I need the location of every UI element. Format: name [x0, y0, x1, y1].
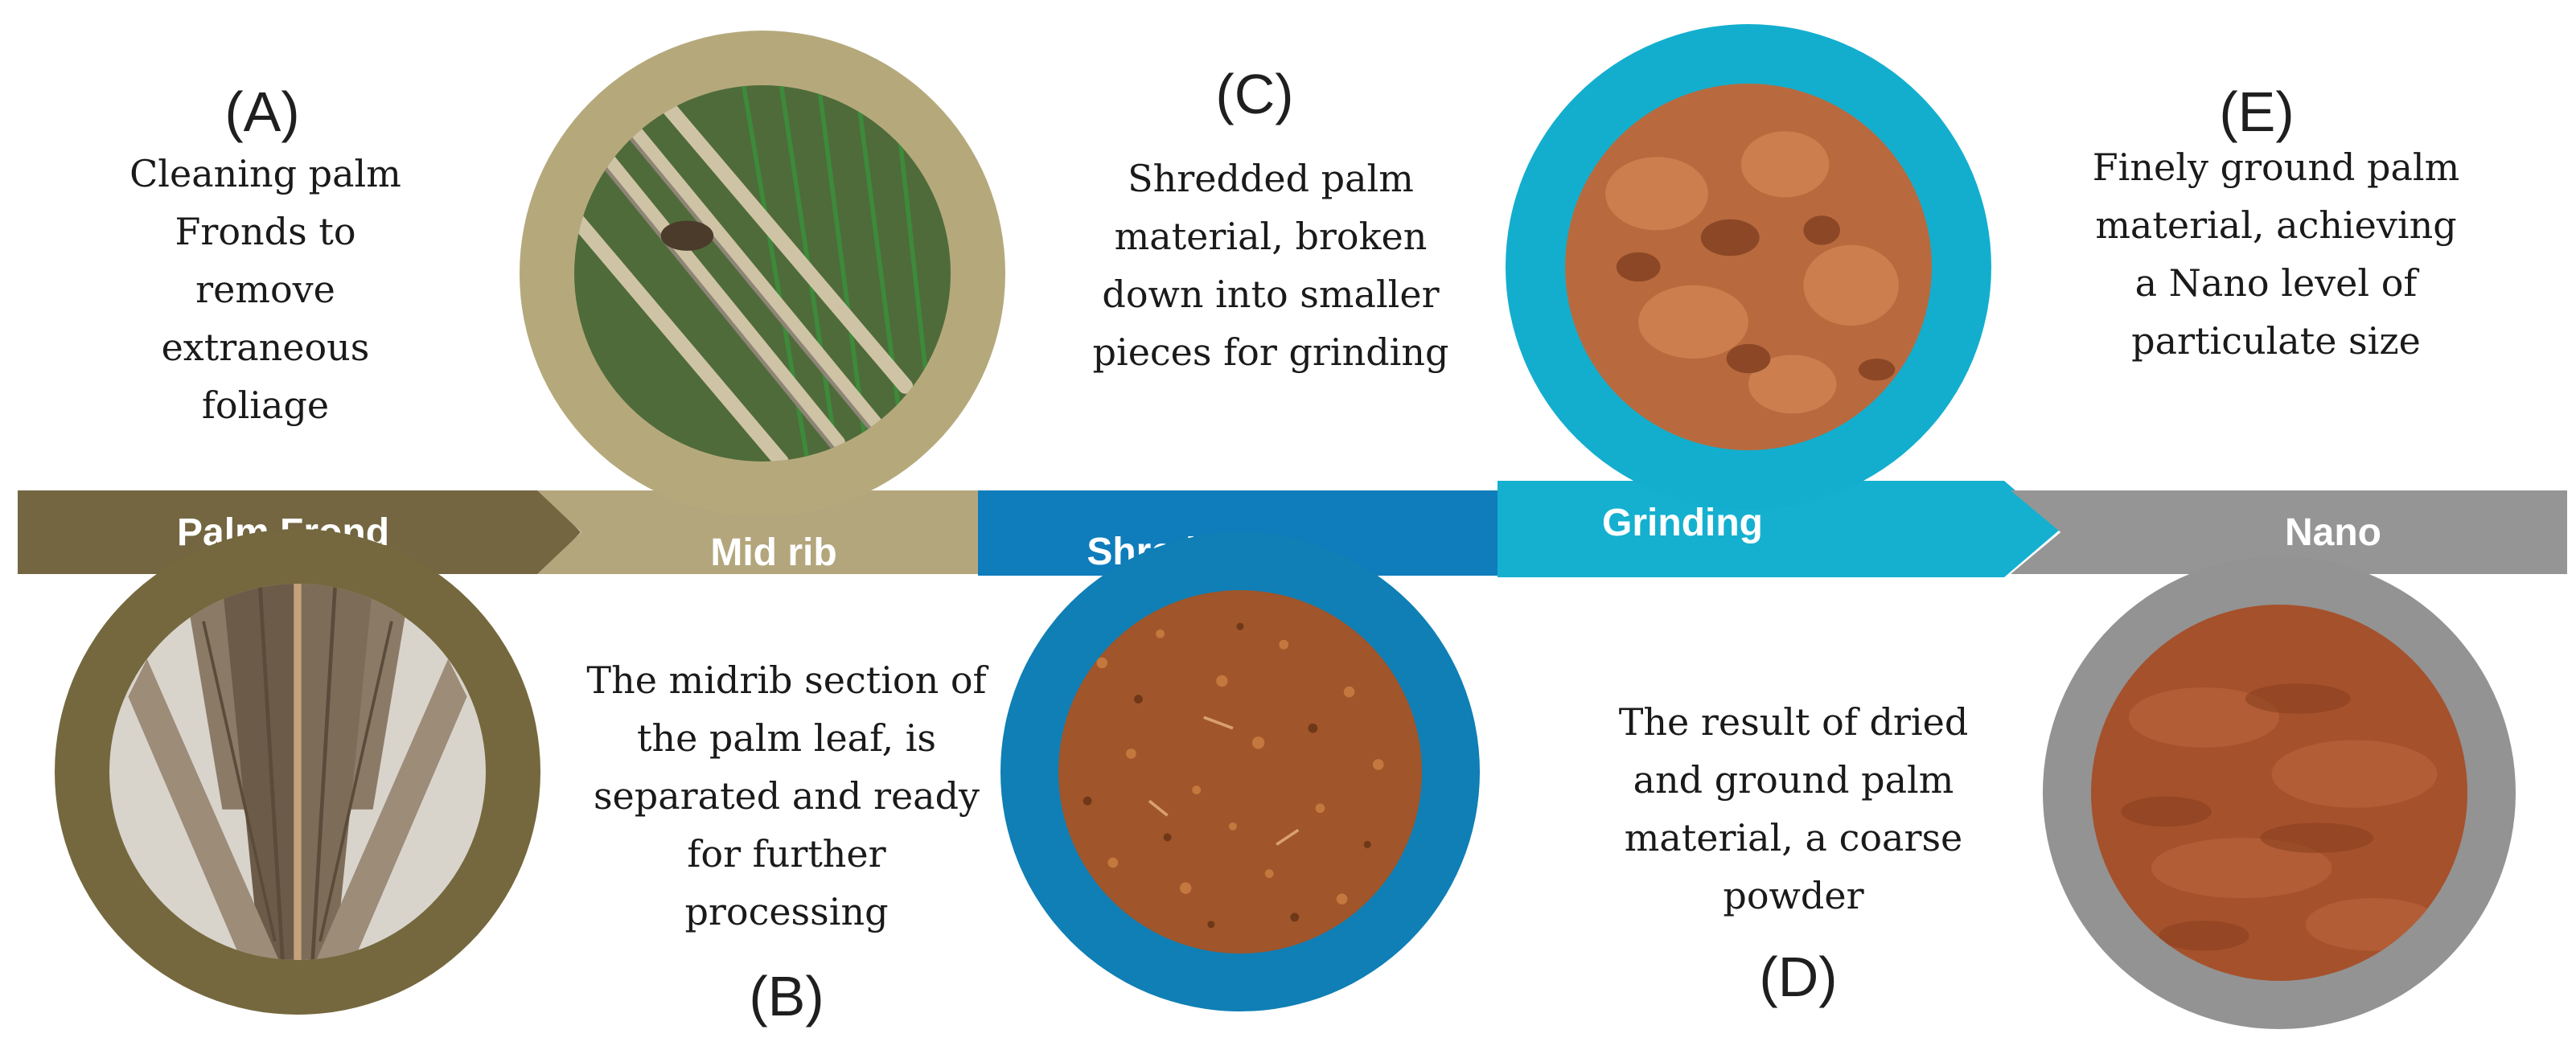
label-a: (A)	[224, 80, 300, 143]
label-e: (E)	[2219, 80, 2295, 143]
band-mid-rib: Mid rib	[537, 490, 978, 574]
palm-frond-photo	[109, 584, 486, 960]
description-a: Cleaning palm Fronds to remove extraneou…	[129, 152, 401, 427]
label-b: (B)	[749, 965, 824, 1028]
description-c: Shredded palm material, broken down into…	[1092, 157, 1449, 374]
description-e: Finely ground palm material, achieving a…	[2092, 146, 2460, 363]
band-nano: Nano	[2011, 490, 2567, 574]
coarse-powder-photo	[1565, 84, 1932, 450]
description-b: The midrib section of the palm leaf, is …	[586, 658, 987, 933]
description-d: The result of dried and ground palm mate…	[1618, 700, 1969, 917]
band-label-mid-rib: Mid rib	[710, 531, 837, 574]
nano-powder-photo	[2091, 605, 2467, 981]
label-d: (D)	[1759, 946, 1838, 1008]
band-label-nano: Nano	[2285, 511, 2381, 554]
label-c: (C)	[1215, 63, 1294, 125]
shredded-material-photo	[1058, 590, 1422, 954]
mid-rib-photo	[574, 85, 951, 461]
